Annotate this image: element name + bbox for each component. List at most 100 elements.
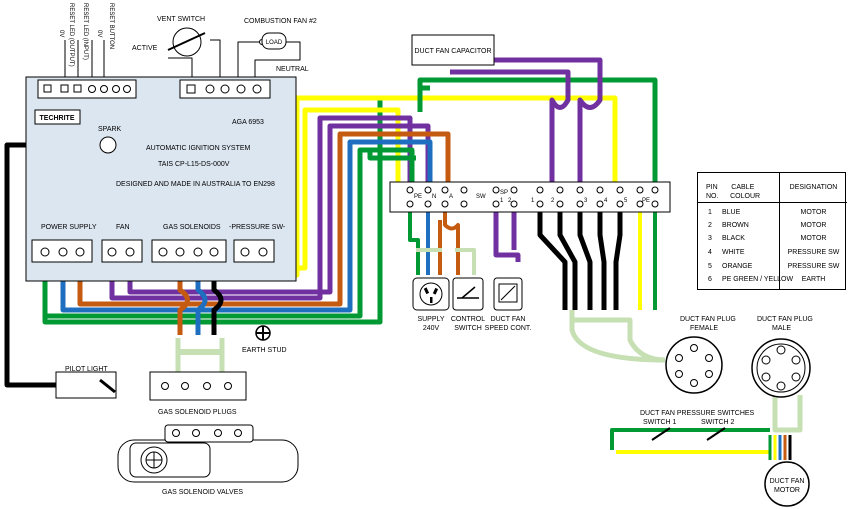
motor-label-2: MOTOR bbox=[774, 487, 800, 494]
wire-brown-supply bbox=[443, 205, 460, 275]
wire-lg-control bbox=[455, 248, 476, 275]
table-row: 5 ORANGE PRESSURE SW bbox=[698, 263, 847, 276]
reset-terminals bbox=[43, 84, 131, 93]
duct-fan-plug-female bbox=[665, 336, 723, 394]
load-label: LOAD bbox=[266, 40, 283, 46]
reset-button-label: RESET BUTTON bbox=[108, 3, 114, 49]
wire-brown-1 bbox=[77, 131, 451, 307]
pin-designation: MOTOR bbox=[800, 209, 827, 216]
solenoid-terminal-block bbox=[151, 239, 227, 263]
wire-lg-male bbox=[772, 395, 803, 433]
wire-purple-cap-2 bbox=[450, 69, 571, 190]
pressure-terminal-block bbox=[233, 239, 275, 263]
duct-fan-label: DUCT FAN bbox=[491, 316, 526, 323]
table-row: 1 BLUE MOTOR bbox=[698, 209, 847, 222]
pin-designation: MOTOR bbox=[800, 222, 827, 229]
plug-male-label-1: DUCT FAN PLUG bbox=[757, 316, 813, 323]
wire-group bbox=[4, 39, 803, 460]
wire-green-plug bbox=[417, 85, 430, 112]
active-label: ACTIVE bbox=[132, 45, 158, 52]
gas-solenoid-valves-label: GAS SOLENOID VALVES bbox=[162, 489, 243, 496]
control-label: CONTROL bbox=[451, 316, 485, 323]
board-terminals bbox=[40, 247, 268, 257]
techrite-logo-box bbox=[34, 109, 81, 125]
wire-black-2 bbox=[557, 205, 578, 310]
combustion-fan-label: COMBUSTION FAN #2 bbox=[244, 18, 317, 25]
vent-terminals bbox=[186, 84, 262, 94]
wire-vent-2 bbox=[210, 39, 221, 88]
table-row: 2 BROWN MOTOR bbox=[698, 222, 847, 235]
strip-label-2: 2 bbox=[551, 198, 555, 204]
male-plug-pins bbox=[761, 345, 801, 391]
pin-colour: BLUE bbox=[722, 209, 741, 216]
neutral-label: NEUTRAL bbox=[276, 66, 309, 73]
socket-icon bbox=[419, 282, 443, 306]
pressure-switch-2 bbox=[706, 427, 726, 441]
pin-designation: PRESSURE SW bbox=[787, 249, 840, 256]
table-body-divider bbox=[698, 203, 780, 289]
gas-solenoid-valves bbox=[117, 424, 299, 483]
wire-purple-sw bbox=[493, 190, 521, 262]
duct-fan-motor bbox=[764, 461, 810, 507]
wire-black-1 bbox=[537, 205, 568, 310]
solenoid-plug-pins bbox=[161, 382, 232, 390]
pin-colour: PE GREEN / YELLOW bbox=[722, 276, 794, 283]
system-line-1: AUTOMATIC IGNITION SYSTEM bbox=[146, 145, 251, 152]
pin-no: 2 bbox=[708, 222, 712, 229]
strip-label-pe2: PE bbox=[642, 198, 650, 204]
model-number: AGA 6953 bbox=[232, 119, 264, 126]
vent-switch-label: VENT SWITCH bbox=[157, 16, 205, 23]
speed-cont-label: SPEED CONT. bbox=[485, 325, 532, 332]
switch-1-label: SWITCH 1 bbox=[643, 419, 677, 426]
table-header-designation: DESIGNATION bbox=[780, 173, 847, 203]
strip-label-4: 4 bbox=[604, 198, 608, 204]
table-row: 6 PE GREEN / YELLOW EARTH bbox=[698, 276, 847, 289]
wire-black-5 bbox=[613, 205, 623, 310]
ov-label-b: 0V bbox=[96, 30, 102, 37]
strip-label-1: 1 bbox=[531, 198, 535, 204]
reset-terminal-block bbox=[37, 79, 137, 99]
wire-fan-2 bbox=[254, 41, 301, 88]
pin-colour: BLACK bbox=[722, 235, 745, 242]
pin-no: 3 bbox=[708, 235, 712, 242]
supply-voltage-label: 240V bbox=[423, 325, 440, 332]
pin-no: 1 bbox=[708, 209, 712, 216]
wire-lg-bundle2 bbox=[572, 317, 666, 363]
motor-label-1: DUCT FAN bbox=[770, 478, 805, 485]
spark-terminal bbox=[99, 136, 117, 154]
table-row: 3 BLACK MOTOR bbox=[698, 235, 847, 248]
wire-purple-1 bbox=[109, 115, 413, 301]
strip-sub-1: 1 bbox=[500, 198, 504, 204]
gas-solenoid-plugs-label: GAS SOLENOID PLUGS bbox=[158, 409, 237, 416]
strip-label-5: 5 bbox=[624, 198, 628, 204]
plug-female-label-1: DUCT FAN PLUG bbox=[680, 316, 736, 323]
plug-male-label-2: MALE bbox=[772, 325, 791, 332]
control-switch bbox=[452, 277, 484, 311]
strip-sub-2: 2 bbox=[508, 198, 512, 204]
load-box bbox=[261, 32, 287, 50]
strip-label-pe: PE bbox=[414, 194, 422, 200]
spark-label: SPARK bbox=[98, 126, 122, 133]
pin-no: 4 bbox=[708, 249, 712, 256]
switch-2-label: SWITCH 2 bbox=[701, 419, 735, 426]
wire-purple-cap-1 bbox=[450, 57, 603, 190]
strip-label-sp: SP bbox=[500, 190, 508, 196]
pin-no: 5 bbox=[708, 263, 712, 270]
earth-stud-label: EARTH STUD bbox=[242, 347, 287, 354]
supply-label: SUPPLY bbox=[417, 316, 444, 323]
table-header-line-1: PIN CABLE bbox=[706, 184, 755, 191]
ov-label-a: 0V bbox=[58, 30, 64, 37]
table-header-left: PIN CABLE NO. COLOUR bbox=[698, 173, 780, 203]
pin-colour: WHITE bbox=[722, 249, 745, 256]
pin-colour: ORANGE bbox=[722, 263, 753, 270]
system-line-3: DESIGNED AND MADE IN AUSTRALIA TO EN298 bbox=[116, 181, 275, 188]
supply-socket bbox=[412, 277, 450, 311]
system-line-2: TAIS CP-L15-DS-000V bbox=[158, 161, 230, 168]
strip-label-3: 3 bbox=[584, 198, 588, 204]
wire-blue-1 bbox=[60, 139, 433, 313]
wire-black-4 bbox=[597, 205, 607, 310]
wire-black-3 bbox=[577, 205, 593, 310]
wire-lg-bundle bbox=[569, 310, 666, 363]
gas-solenoids-label: GAS SOLENOIDS bbox=[163, 224, 221, 231]
pin-designation: MOTOR bbox=[800, 235, 827, 242]
